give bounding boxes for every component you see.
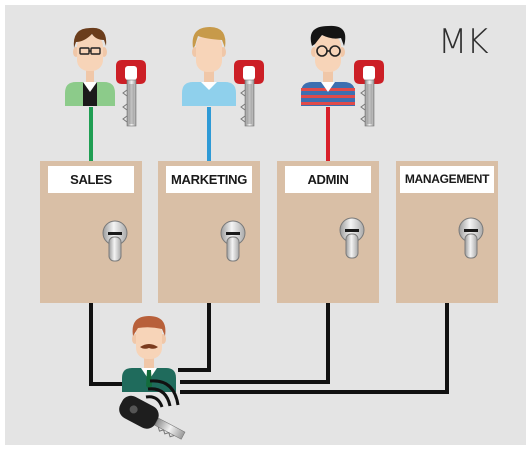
red-key-icon [116, 60, 146, 127]
employee-brown-hair-icon [65, 27, 115, 106]
lock-cylinder-icon [102, 220, 128, 262]
door-label-management: MANAGEMENT [400, 166, 494, 193]
red-key-icon [354, 60, 384, 127]
employee-glasses-icon [301, 25, 355, 106]
master-key-icon [119, 379, 186, 440]
employee-blonde-icon [182, 27, 236, 106]
master-connector-lines [89, 303, 449, 394]
door-label-admin: ADMIN [285, 166, 371, 193]
door-label-sales: SALES [48, 166, 134, 193]
manager-mustache-icon [122, 316, 176, 392]
door-label-marketing: MARKETING [166, 166, 252, 193]
lock-cylinder-icon [458, 217, 484, 259]
brand-logo: MK [438, 22, 489, 62]
red-key-icon [234, 60, 264, 127]
lock-cylinder-icon [220, 220, 246, 262]
lock-cylinder-icon [339, 217, 365, 259]
